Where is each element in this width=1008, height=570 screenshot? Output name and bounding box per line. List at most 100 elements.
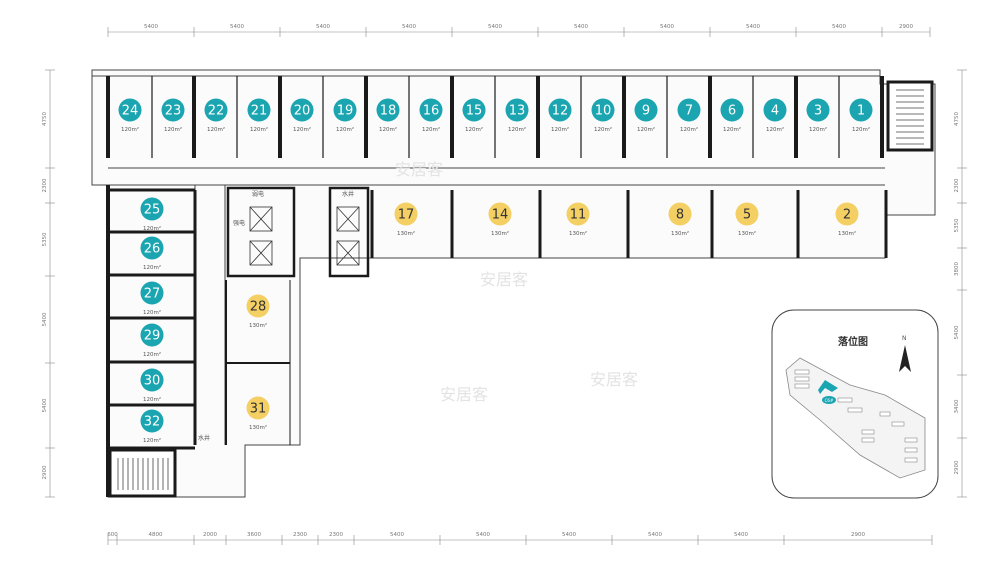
top-dim-label: 5400 <box>660 24 674 30</box>
unit-area: 120m² <box>164 126 182 133</box>
unit-area: 130m² <box>249 322 267 329</box>
unit-number: 1 <box>857 104 865 119</box>
unit-area: 120m² <box>379 126 397 133</box>
svg-text:安居客: 安居客 <box>590 370 638 389</box>
unit-area: 130m² <box>671 230 689 237</box>
svg-text:安居客: 安居客 <box>395 160 443 179</box>
top-dim-label: 5400 <box>746 24 760 30</box>
bottom-dim-label: 5400 <box>734 532 748 538</box>
unit-area: 130m² <box>397 230 415 237</box>
unit-area: 130m² <box>838 230 856 237</box>
right-dim-label: 4750 <box>954 112 960 126</box>
unit-area: 120m² <box>637 126 655 133</box>
unit-area: 120m² <box>207 126 225 133</box>
north-arrow-icon <box>899 345 911 372</box>
unit-area: 120m² <box>121 126 139 133</box>
room-labels: 弱电 水井 水井 强电 <box>198 190 354 442</box>
unit-badge-4: 4 120m² <box>763 98 787 133</box>
top-dim-label: 5400 <box>230 24 244 30</box>
top-dim-label: 5400 <box>832 24 846 30</box>
bottom-dim-label: 5400 <box>476 532 490 538</box>
unit-badge-28: 28 130m² <box>246 294 270 329</box>
unit-badge-23: 23 120m² <box>161 98 185 133</box>
right-dim-label: 5350 <box>954 218 960 232</box>
unit-badge-5: 5 130m² <box>735 202 759 237</box>
unit-badge-13: 13 120m² <box>505 98 529 133</box>
locator-tag: C6# <box>825 398 834 403</box>
unit-number: 13 <box>509 104 526 119</box>
unit-number: 5 <box>743 208 751 223</box>
unit-number: 8 <box>676 208 684 223</box>
unit-number: 24 <box>122 104 139 119</box>
unit-area: 120m² <box>551 126 569 133</box>
unit-number: 25 <box>144 203 161 218</box>
bottom-dim-label: 2300 <box>329 532 343 538</box>
left-dim-label: 5400 <box>42 398 48 412</box>
unit-area: 120m² <box>250 126 268 133</box>
top-dim-label: 5400 <box>488 24 502 30</box>
elec-room-label: 弱电 <box>252 190 264 198</box>
unit-badge-8: 8 130m² <box>668 202 692 237</box>
unit-badge-10: 10 120m² <box>591 98 615 133</box>
unit-area: 120m² <box>809 126 827 133</box>
unit-number: 10 <box>595 104 612 119</box>
unit-badges: 24120m²23120m²22120m²21120m²20120m²19120… <box>118 98 873 444</box>
top-dim-label: 5400 <box>144 24 158 30</box>
unit-number: 4 <box>771 104 779 119</box>
unit-area: 130m² <box>569 230 587 237</box>
left-dim-label: 5350 <box>42 232 48 246</box>
unit-area: 120m² <box>143 351 161 358</box>
unit-number: 20 <box>294 104 311 119</box>
unit-area: 120m² <box>594 126 612 133</box>
unit-number: 23 <box>165 104 182 119</box>
top-dim-label: 5400 <box>316 24 330 30</box>
bottom-dim-label: 2000 <box>203 532 217 538</box>
unit-area: 120m² <box>143 396 161 403</box>
unit-number: 21 <box>251 104 268 119</box>
unit-badge-24: 24 120m² <box>118 98 142 133</box>
unit-badge-21: 21 120m² <box>247 98 271 133</box>
unit-area: 120m² <box>766 126 784 133</box>
left-dim-label: 2900 <box>42 465 48 479</box>
unit-number: 16 <box>423 104 440 119</box>
unit-number: 28 <box>250 300 267 315</box>
unit-area: 120m² <box>465 126 483 133</box>
walls <box>106 76 888 497</box>
unit-badge-29: 29 120m² <box>140 323 164 358</box>
unit-area: 130m² <box>738 230 756 237</box>
unit-number: 3 <box>814 104 822 119</box>
unit-area: 130m² <box>249 424 267 431</box>
unit-number: 30 <box>144 374 161 389</box>
left-dim-label: 5400 <box>42 312 48 326</box>
unit-area: 120m² <box>680 126 698 133</box>
top-dim-label: 2900 <box>899 24 913 30</box>
left-dim-label: 2300 <box>42 178 48 192</box>
unit-area: 120m² <box>143 437 161 444</box>
unit-number: 6 <box>728 104 736 119</box>
bottom-dim-label: 2900 <box>851 532 865 538</box>
unit-number: 2 <box>843 208 851 223</box>
unit-area: 120m² <box>143 264 161 271</box>
bottom-dim-label: 4800 <box>149 532 163 538</box>
unit-area: 120m² <box>723 126 741 133</box>
unit-badge-6: 6 120m² <box>720 98 744 133</box>
unit-area: 120m² <box>143 225 161 232</box>
unit-number: 7 <box>685 104 693 119</box>
unit-number: 17 <box>398 208 415 223</box>
north-label: N <box>902 335 907 342</box>
unit-number: 29 <box>144 329 161 344</box>
unit-badge-2: 2 130m² <box>835 202 859 237</box>
unit-area: 120m² <box>508 126 526 133</box>
